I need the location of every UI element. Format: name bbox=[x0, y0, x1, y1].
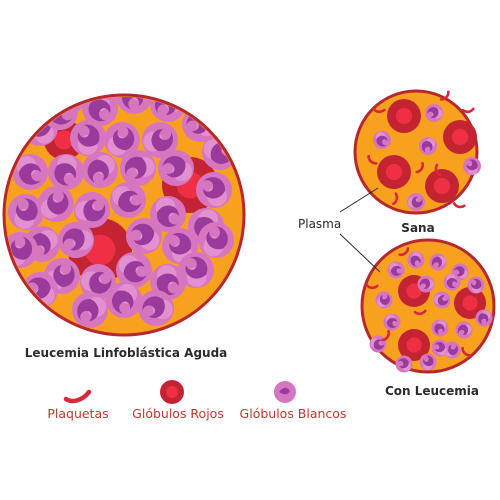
white-blood-cell bbox=[419, 353, 437, 371]
legend-item-white-cells: Glóbulos Blancos bbox=[240, 381, 347, 421]
white-blood-cell bbox=[467, 276, 485, 294]
main-caption: Leucemia Linfoblástica Aguda bbox=[25, 346, 228, 360]
red-blood-cell bbox=[443, 120, 477, 154]
white-blood-cell bbox=[443, 273, 461, 291]
white-blood-cell bbox=[463, 157, 481, 175]
red-blood-cell bbox=[377, 155, 411, 189]
white-blood-cell bbox=[431, 319, 449, 337]
platelet bbox=[439, 90, 450, 101]
legend-label-red-cells: Glóbulos Rojos bbox=[132, 406, 224, 421]
white-blood-cell bbox=[375, 291, 393, 309]
platelet bbox=[367, 154, 378, 165]
platelet bbox=[415, 161, 425, 174]
white-blood-cell bbox=[80, 264, 116, 300]
white-blood-cell bbox=[395, 355, 413, 373]
white-blood-cell bbox=[138, 290, 174, 326]
white-blood-cell bbox=[150, 196, 186, 232]
platelet-icon bbox=[63, 389, 92, 404]
white-blood-cell bbox=[8, 194, 44, 230]
white-blood-cell bbox=[387, 261, 405, 279]
platelet bbox=[413, 309, 427, 316]
platelet bbox=[392, 192, 399, 206]
red-blood-cell-icon bbox=[160, 380, 184, 404]
platelet bbox=[434, 163, 442, 177]
leukemia-acute-sample bbox=[2, 93, 246, 337]
legend-label-platelets: Plaquetas bbox=[47, 406, 108, 421]
legend-item-red-cells: Glóbulos Rojos bbox=[132, 380, 224, 421]
white-blood-cell bbox=[110, 182, 146, 218]
white-blood-cell bbox=[116, 252, 152, 288]
white-blood-cell bbox=[383, 313, 401, 331]
white-blood-cell bbox=[431, 339, 449, 357]
white-blood-cell bbox=[48, 154, 84, 190]
white-blood-cell bbox=[419, 137, 437, 155]
white-blood-cell bbox=[425, 104, 443, 122]
white-blood-cell bbox=[433, 291, 451, 309]
white-blood-cell bbox=[198, 222, 234, 258]
white-blood-cell bbox=[407, 251, 425, 269]
white-blood-cell bbox=[72, 292, 108, 328]
platelet bbox=[381, 329, 391, 342]
plasma-pointer-leukemia bbox=[339, 233, 381, 273]
leukemia-sample bbox=[360, 238, 496, 374]
white-blood-cell bbox=[12, 154, 48, 190]
plasma-pointer-healthy bbox=[339, 187, 379, 213]
white-blood-cell bbox=[74, 192, 110, 228]
platelet bbox=[365, 283, 379, 290]
healthy-caption: Sana bbox=[401, 221, 434, 235]
white-blood-cell bbox=[407, 193, 425, 211]
white-blood-cell bbox=[158, 150, 194, 186]
leukemia-caption: Con Leucemia bbox=[385, 384, 479, 398]
white-blood-cell bbox=[120, 150, 156, 186]
plasma-label: Plasma bbox=[298, 217, 341, 231]
white-blood-cell bbox=[455, 321, 473, 339]
white-blood-cell bbox=[82, 152, 118, 188]
white-blood-cell bbox=[475, 309, 493, 327]
white-blood-cell bbox=[417, 275, 435, 293]
white-blood-cell bbox=[38, 186, 74, 222]
platelet bbox=[461, 346, 472, 357]
white-blood-cell bbox=[70, 120, 106, 156]
red-blood-cell bbox=[387, 99, 421, 133]
red-blood-cell bbox=[425, 169, 459, 203]
white-blood-cell bbox=[429, 253, 447, 271]
platelet bbox=[372, 107, 386, 114]
white-blood-cell bbox=[116, 97, 152, 114]
white-blood-cell bbox=[58, 222, 94, 258]
white-blood-cell bbox=[196, 172, 232, 208]
legend: Plaquetas Glóbulos Rojos Glóbulos Blanco… bbox=[47, 380, 346, 421]
white-blood-cell-icon bbox=[274, 381, 296, 403]
platelet bbox=[461, 107, 475, 114]
platelet bbox=[452, 202, 466, 209]
red-blood-cell bbox=[454, 287, 486, 319]
white-blood-cell bbox=[104, 122, 140, 158]
healthy-sample bbox=[353, 89, 481, 215]
white-blood-cell bbox=[142, 122, 178, 158]
white-blood-cell bbox=[126, 218, 162, 254]
white-blood-cell bbox=[162, 228, 198, 264]
white-blood-cell bbox=[178, 252, 214, 288]
legend-label-white-cells: Glóbulos Blancos bbox=[240, 406, 347, 421]
platelet bbox=[398, 247, 410, 257]
red-blood-cell bbox=[398, 329, 430, 361]
legend-item-platelets: Plaquetas bbox=[47, 389, 109, 421]
white-blood-cell bbox=[373, 131, 391, 149]
white-blood-cell bbox=[106, 282, 142, 318]
